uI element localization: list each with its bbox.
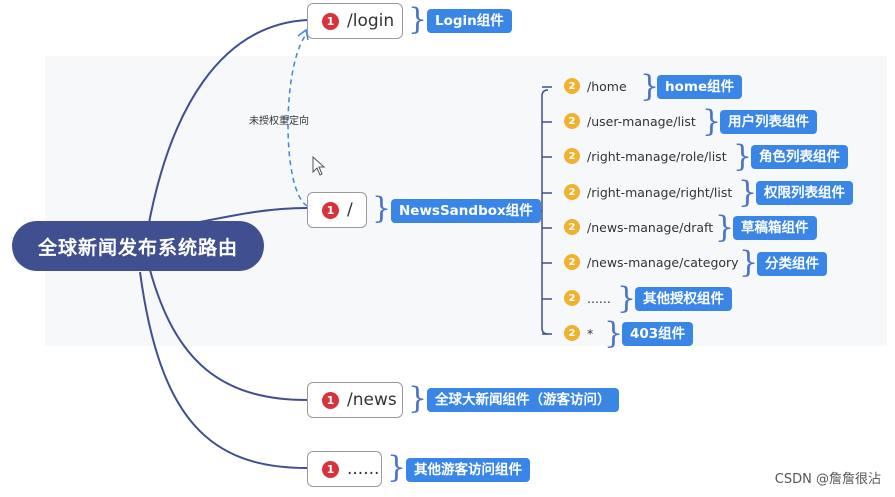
component-newssandbox: NewsSandbox组件 bbox=[391, 199, 541, 223]
brace: } bbox=[387, 450, 407, 485]
component-login: Login组件 bbox=[427, 9, 512, 33]
child-path: /right-manage/right/list bbox=[587, 184, 733, 200]
level2-badge: 2 bbox=[564, 113, 580, 129]
brace: } bbox=[408, 381, 428, 416]
level2-badge: 2 bbox=[564, 325, 580, 341]
route-root: 1 / bbox=[307, 192, 367, 228]
root-node: 全球新闻发布系统路由 bbox=[12, 221, 264, 271]
child-path: * bbox=[587, 325, 594, 341]
mouse-cursor-icon bbox=[312, 156, 326, 176]
brace: } bbox=[640, 69, 660, 104]
component-right-list: 权限列表组件 bbox=[756, 181, 853, 205]
brace: } bbox=[702, 104, 722, 139]
brace: } bbox=[408, 2, 428, 37]
brace: } bbox=[617, 281, 637, 316]
component-draft: 草稿箱组件 bbox=[733, 216, 817, 240]
brace: } bbox=[739, 245, 759, 280]
component-other-auth: 其他授权组件 bbox=[635, 287, 732, 311]
child-path: /news-manage/draft bbox=[587, 219, 714, 235]
child-route-right-list: 2 /right-manage/right/list bbox=[564, 184, 732, 200]
level2-badge: 2 bbox=[564, 254, 580, 270]
link-login bbox=[147, 19, 308, 229]
component-403: 403组件 bbox=[622, 322, 694, 346]
level1-badge: 1 bbox=[322, 201, 339, 219]
child-route-draft: 2 /news-manage/draft bbox=[564, 219, 713, 235]
child-path: /home bbox=[587, 78, 627, 94]
link-others bbox=[139, 271, 308, 469]
brace: } bbox=[733, 139, 753, 174]
level2-badge: 2 bbox=[564, 184, 580, 200]
route-path: /login bbox=[347, 11, 395, 31]
level2-badge: 2 bbox=[564, 219, 580, 235]
redirect-label: 未授权重定向 bbox=[249, 116, 309, 127]
level2-badge: 2 bbox=[564, 78, 580, 94]
brace: } bbox=[604, 316, 624, 351]
component-role-list: 角色列表组件 bbox=[751, 145, 848, 169]
brace: } bbox=[372, 191, 392, 226]
route-path: /news bbox=[347, 390, 397, 410]
component-user-list: 用户列表组件 bbox=[720, 110, 817, 134]
route-path: ...... bbox=[347, 459, 380, 479]
child-path: /user-manage/list bbox=[587, 113, 696, 129]
component-category: 分类组件 bbox=[757, 252, 827, 276]
child-route-home: 2 /home bbox=[564, 78, 627, 94]
child-path: /right-manage/role/list bbox=[587, 148, 727, 164]
component-news: 全球大新闻组件（游客访问） bbox=[427, 388, 619, 412]
level1-badge: 1 bbox=[322, 12, 339, 30]
route-path: / bbox=[347, 200, 353, 220]
component-visitor-others: 其他游客访问组件 bbox=[406, 458, 530, 482]
component-home: home组件 bbox=[657, 75, 743, 99]
link-root-slash bbox=[199, 207, 308, 223]
link-news bbox=[149, 269, 308, 401]
children-spine bbox=[541, 89, 549, 335]
child-path: ...... bbox=[587, 290, 611, 306]
watermark: CSDN @詹詹很沾 bbox=[774, 472, 881, 487]
child-route-other-auth: 2 ...... bbox=[564, 290, 611, 306]
route-visitor-others: 1 ...... bbox=[307, 451, 382, 487]
child-route-wildcard: 2 * bbox=[564, 325, 593, 341]
redirect-arrow bbox=[287, 35, 308, 207]
route-news: 1 /news bbox=[307, 382, 403, 418]
child-route-category: 2 /news-manage/category bbox=[564, 254, 739, 270]
brace: } bbox=[715, 210, 735, 245]
level1-badge: 1 bbox=[322, 391, 339, 409]
child-path: /news-manage/category bbox=[587, 254, 739, 270]
level2-badge: 2 bbox=[564, 148, 580, 164]
child-route-user-list: 2 /user-manage/list bbox=[564, 113, 696, 129]
level2-badge: 2 bbox=[564, 290, 580, 306]
level1-badge: 1 bbox=[322, 460, 339, 478]
child-route-role-list: 2 /right-manage/role/list bbox=[564, 148, 727, 164]
route-login: 1 /login bbox=[307, 3, 403, 39]
brace: } bbox=[738, 175, 758, 210]
